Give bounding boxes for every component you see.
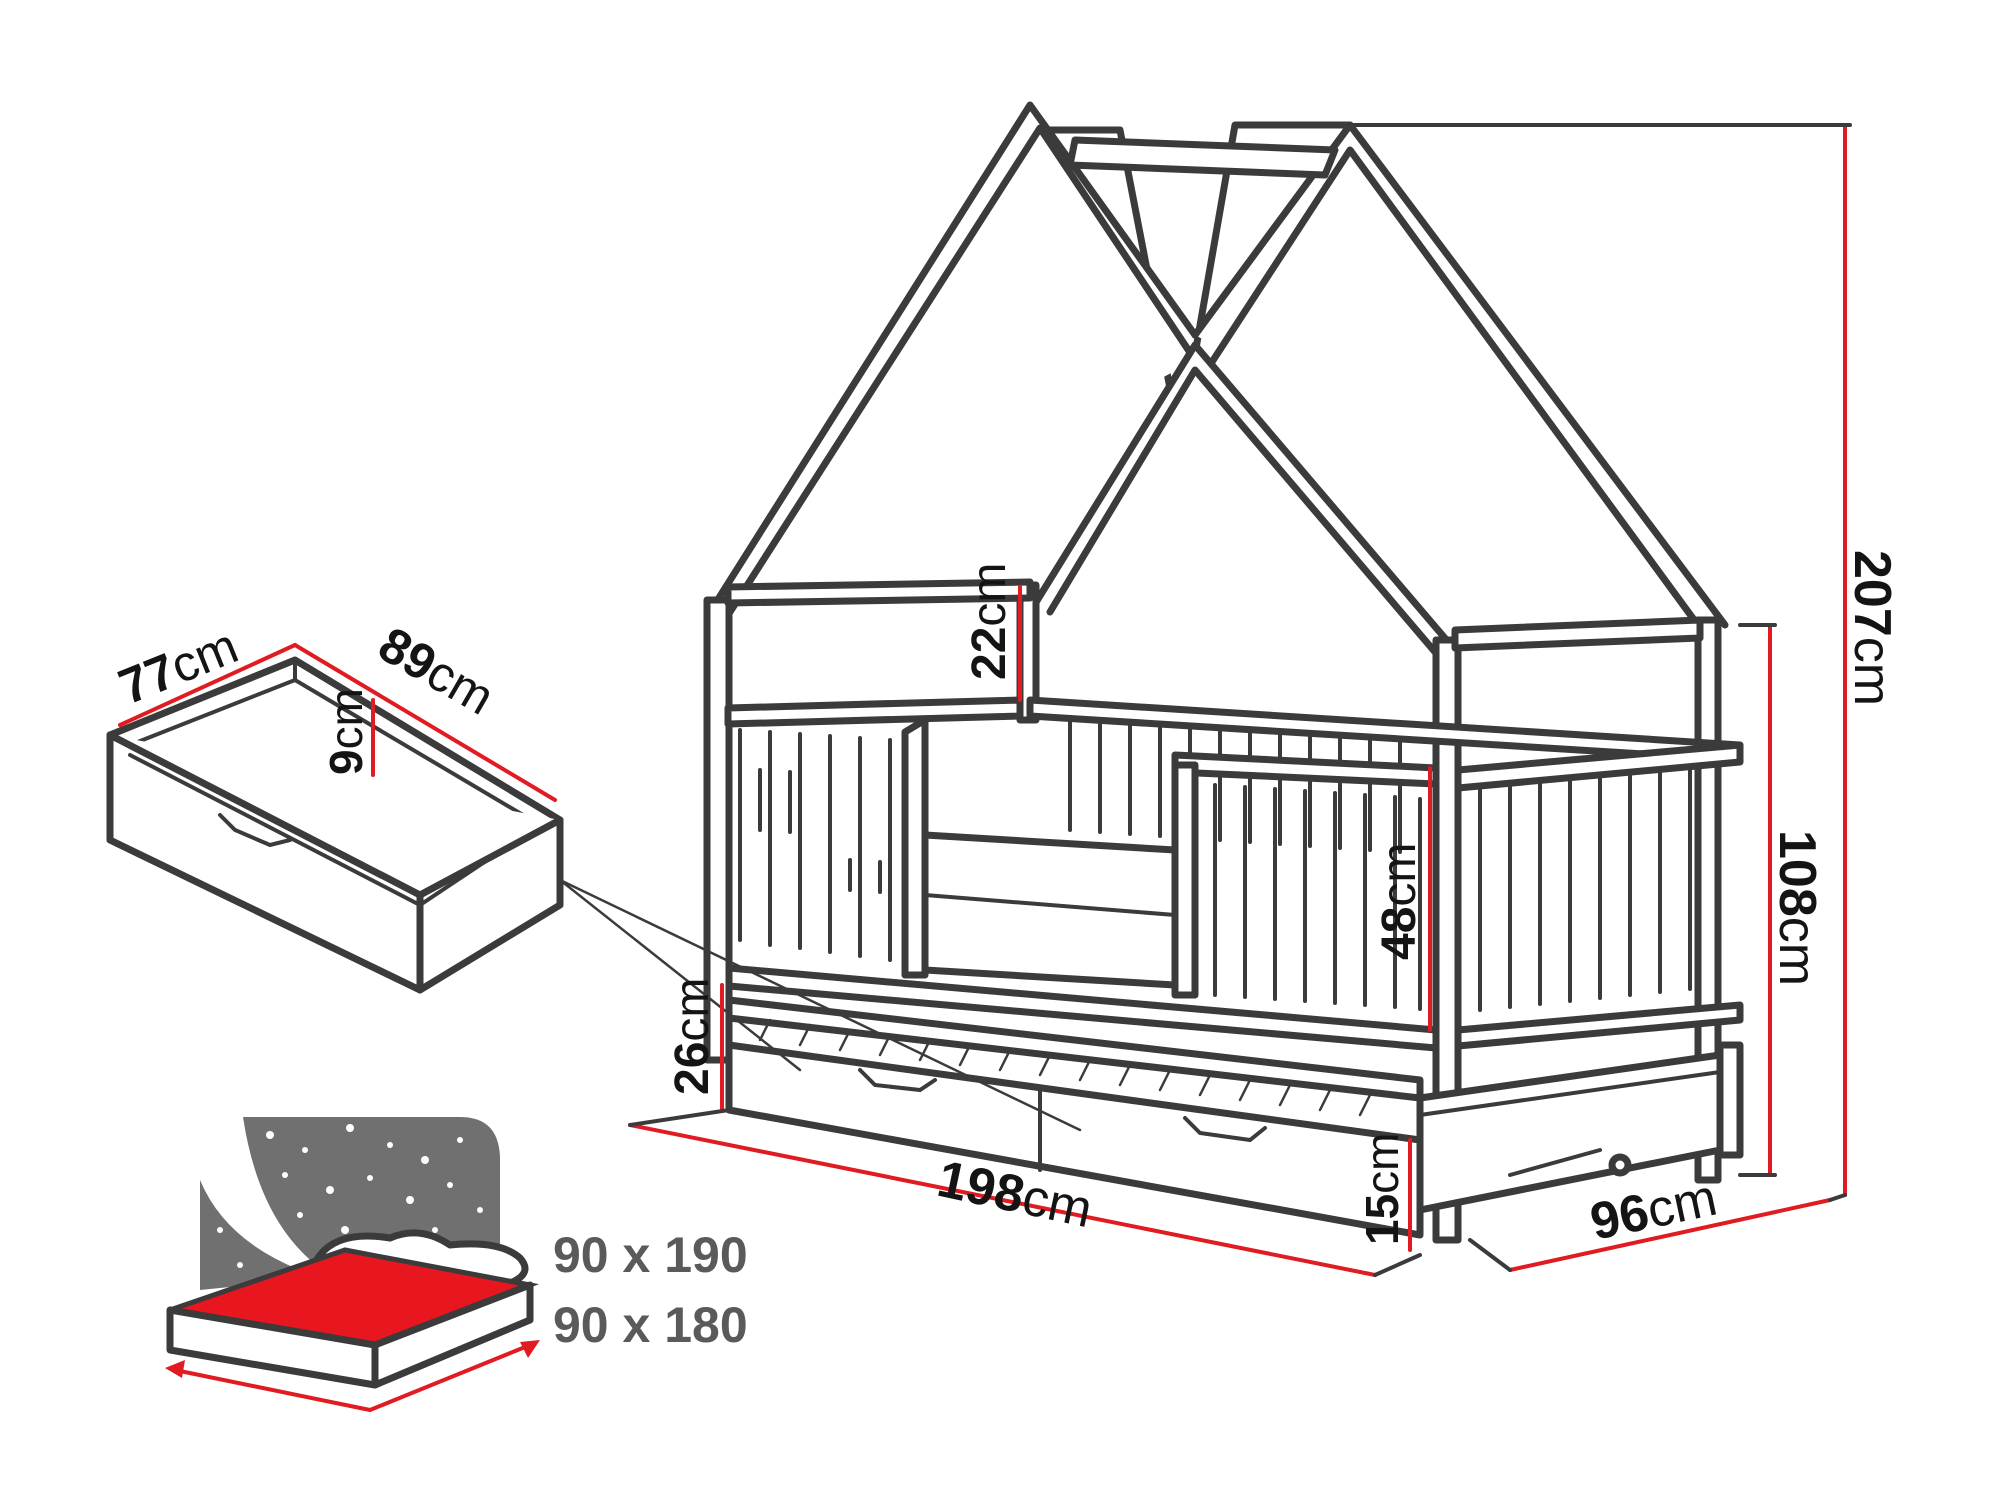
right-top-frame [1451, 616, 1704, 652]
ridge-bar [1066, 136, 1339, 179]
back-slats [1068, 716, 1402, 854]
mattress-icon-group [165, 1117, 540, 1413]
front-left-rail-top [724, 696, 1024, 728]
mattress-dim-arrow-left [165, 1360, 185, 1378]
footboard-bottom-rail [1454, 1001, 1744, 1050]
left-gate-top [901, 716, 929, 979]
front-right-rail-top [1171, 751, 1440, 788]
label-207: 207cm [1843, 550, 1901, 706]
label-26: 26cm [666, 978, 719, 1095]
label-96: 96cm [1585, 1169, 1721, 1252]
footboard-top-rail [1454, 741, 1744, 792]
drawer-handle-right [1183, 1116, 1267, 1143]
label-89: 89cm [370, 616, 504, 726]
dim-89-line [293, 643, 557, 802]
label-9: 9cm [320, 688, 372, 775]
mattress-dim-arrow-right [520, 1340, 540, 1358]
drawer-leader-1 [558, 878, 802, 1072]
left-top-frame [724, 578, 1034, 607]
label-15: 15cm [1356, 1133, 1408, 1246]
drawer-handle-left [858, 1068, 937, 1093]
trundle-side-top-line [1418, 1070, 1722, 1117]
mattress-size-1: 90 x 190 [553, 1227, 748, 1283]
night-sky-lower [200, 1180, 300, 1290]
drawers-front [725, 1041, 1424, 1239]
mattress-side [371, 1281, 534, 1389]
dim-198-line [628, 1123, 1377, 1277]
opening-mid-line [923, 893, 1177, 917]
label-22: 22cm [963, 563, 1016, 680]
label-108: 108cm [1768, 830, 1826, 986]
trundle-side-post [1716, 1041, 1744, 1159]
front-left-post [703, 596, 733, 1064]
dim-77-line [118, 643, 297, 727]
trundle-caster [1608, 1153, 1632, 1177]
label-48: 48cm [1373, 843, 1426, 960]
dim-96-line [1508, 1198, 1832, 1272]
mattress-dim-line [174, 1343, 531, 1413]
trundle-slats [758, 1018, 1372, 1117]
front-right-slats [1213, 783, 1422, 1011]
front-bottom-rail [725, 964, 1440, 1052]
trundle-side-handle [1508, 1148, 1602, 1177]
drawer-side-handle [218, 813, 292, 848]
drawer-drawing [106, 656, 1082, 1132]
front-left-slat-notches [758, 768, 882, 894]
footboard-slats [1478, 767, 1692, 1012]
dimension-lines [118, 123, 1847, 1277]
drawer-leader-2 [558, 878, 1082, 1132]
front-right-gate-post [1171, 761, 1199, 999]
extension-lines [628, 123, 1852, 1277]
house-bed-drawing [703, 101, 1744, 1244]
roof-inner-gable [1026, 341, 1459, 656]
roof-front-gable [706, 101, 1199, 616]
mattress-size-2: 90 x 180 [553, 1297, 748, 1353]
front-left-slats [738, 728, 892, 962]
